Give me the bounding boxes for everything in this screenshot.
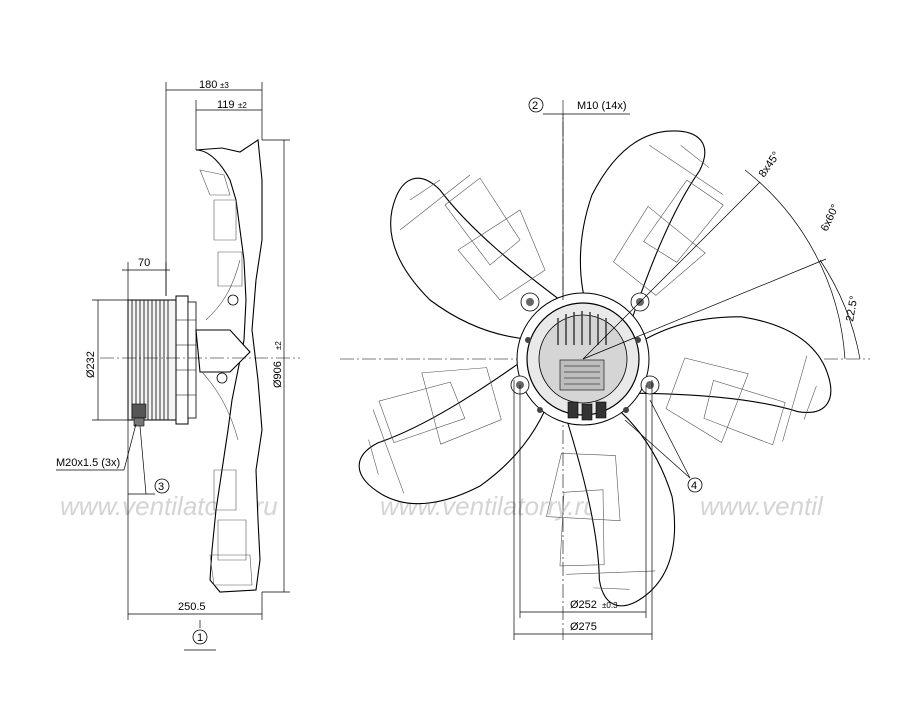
- dim-flange: Ø275: [513, 380, 653, 640]
- front-view: 2 M10 (14x) 8x45° 6x60° 22.5° 4 Ø252 ±0.…: [340, 97, 870, 640]
- dim-fan-diameter-label: Ø906: [272, 361, 284, 388]
- dim-blade-depth-label: 119: [217, 99, 235, 111]
- dim-blade-depth: 119 ±2: [195, 99, 262, 150]
- dim-overall-depth: 180 ±3: [165, 79, 263, 296]
- angle-8x45-label: 8x45°: [757, 150, 783, 180]
- fan-blade: [579, 130, 724, 320]
- side-blade-profile: [195, 139, 263, 593]
- angle-6x60-label: 6x60°: [819, 203, 842, 234]
- dim-motor-diameter-label: Ø232: [85, 351, 97, 378]
- fan-blade: [546, 396, 676, 607]
- dim-bolt-circle: Ø252 ±0.3: [519, 385, 647, 618]
- cable-gland-callout: M20x1.5 (3x): [56, 423, 137, 471]
- angle-22-5-label: 22.5°: [844, 295, 860, 323]
- callout-3: 3: [128, 425, 170, 495]
- dim-bolt-circle-label: Ø252: [570, 599, 597, 611]
- angle-construction: [582, 169, 861, 360]
- fan-blade: [624, 316, 832, 446]
- callout-1: 1: [184, 620, 216, 651]
- motor-body: [127, 295, 197, 427]
- callout-1-label: 1: [197, 632, 203, 644]
- thread-callout: 2 M10 (14x): [528, 97, 630, 300]
- dim-motor-offset-label: 70: [138, 257, 150, 269]
- dim-bolt-circle-tol: ±0.3: [602, 601, 618, 610]
- dim-blade-depth-tol: ±2: [238, 101, 247, 110]
- dim-fan-diameter: Ø906 ±2: [262, 139, 290, 593]
- dim-overall-depth-tol: ±3: [220, 81, 229, 90]
- dim-overall-depth-label: 180: [199, 79, 217, 91]
- callout-4-label: 4: [691, 480, 697, 492]
- dim-fan-diameter-tol: ±2: [274, 341, 283, 350]
- cable-gland-label: M20x1.5 (3x): [56, 457, 120, 469]
- fan-blades: [358, 130, 832, 607]
- callout-4: 4: [624, 399, 703, 493]
- watermark-text-3: www.ventil: [700, 491, 824, 521]
- thread-label: M10 (14x): [577, 100, 627, 112]
- dim-total-depth: 250.5: [127, 420, 263, 620]
- callout-3-label: 3: [158, 481, 164, 493]
- callout-2-label: 2: [532, 100, 538, 112]
- dim-motor-diameter: Ø232: [85, 299, 128, 421]
- dim-flange-label: Ø275: [570, 621, 597, 633]
- side-view: 180 ±3 119 ±2 70 Ø232 Ø: [56, 79, 300, 651]
- dim-motor-offset: 70: [122, 257, 170, 300]
- fan-blade: [390, 174, 561, 341]
- dim-total-depth-label: 250.5: [178, 601, 206, 613]
